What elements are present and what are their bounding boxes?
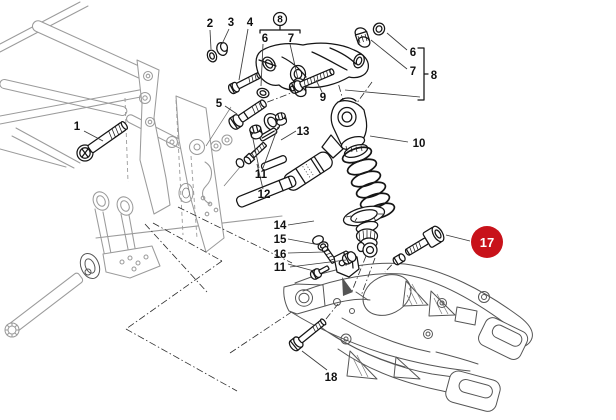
part-washer-2 [206, 49, 218, 63]
callout-labels: 1 2 3 4 5 6 7 8 6 7 8 9 10 11 12 13 14 1… [74, 15, 438, 385]
part-small-washer [235, 158, 245, 168]
callout-6-right: 6 [410, 47, 416, 59]
callout-7-top: 7 [288, 33, 294, 45]
part-spacer-11-lower [341, 251, 357, 265]
highlight-badge-circle[interactable] [471, 226, 503, 258]
callout-12: 12 [258, 189, 271, 201]
callout-11-upper: 11 [255, 169, 268, 181]
callout-3: 3 [228, 17, 234, 29]
part-bolt-5 [228, 99, 267, 130]
callout-17-highlighted: 17 [480, 235, 494, 250]
part-bushing-7-right [354, 27, 371, 48]
group-bracket-top-8 [259, 11, 301, 34]
leader-lines [83, 28, 471, 371]
callout-11-lower: 11 [274, 262, 287, 274]
part-nut-11-upper-a [249, 124, 263, 140]
part-washer-6-left [256, 87, 270, 99]
shock-mount-pocket [342, 277, 353, 296]
part-spacer-17 [392, 253, 406, 266]
callout-14: 14 [274, 220, 287, 232]
callout-8-right: 8 [431, 70, 438, 82]
part-bolt-17 [404, 225, 445, 256]
motorcycle-frame-outline [0, 1, 283, 338]
part-stud-16 [321, 245, 337, 264]
part-tie-rod-14 [235, 155, 324, 245]
part-rocker-arm [255, 42, 370, 91]
part-shock-absorber-10 [283, 97, 396, 258]
part-bolt-18 [288, 318, 327, 352]
callout-1: 1 [74, 121, 81, 133]
group-bracket-right-8 [417, 47, 429, 101]
callout-8-top-circled: 8 [277, 15, 283, 26]
callout-10: 10 [413, 138, 426, 150]
part-nut-11-upper-b [274, 112, 288, 126]
callout-15: 15 [274, 234, 287, 246]
callout-6-top: 6 [262, 33, 268, 45]
callout-13: 13 [297, 126, 310, 138]
callout-2: 2 [207, 18, 213, 30]
callout-4: 4 [247, 17, 254, 29]
part-bolt-1 [76, 120, 129, 162]
frame-pivot-shaft [4, 272, 84, 338]
part-washer-6-right [372, 22, 386, 36]
part-bolt-11-lower [309, 265, 330, 280]
callout-7-right: 7 [410, 66, 416, 78]
part-adjuster-stud-12 [243, 141, 267, 165]
callout-9: 9 [320, 92, 326, 104]
callout-18: 18 [325, 372, 338, 384]
callout-16: 16 [274, 249, 287, 261]
swingarm-outline [283, 262, 533, 412]
callout-5: 5 [216, 98, 223, 110]
frame-link-plate [79, 252, 101, 280]
part-bolt-9 [288, 68, 335, 94]
highlight-badge-17[interactable]: 17 [471, 226, 503, 258]
